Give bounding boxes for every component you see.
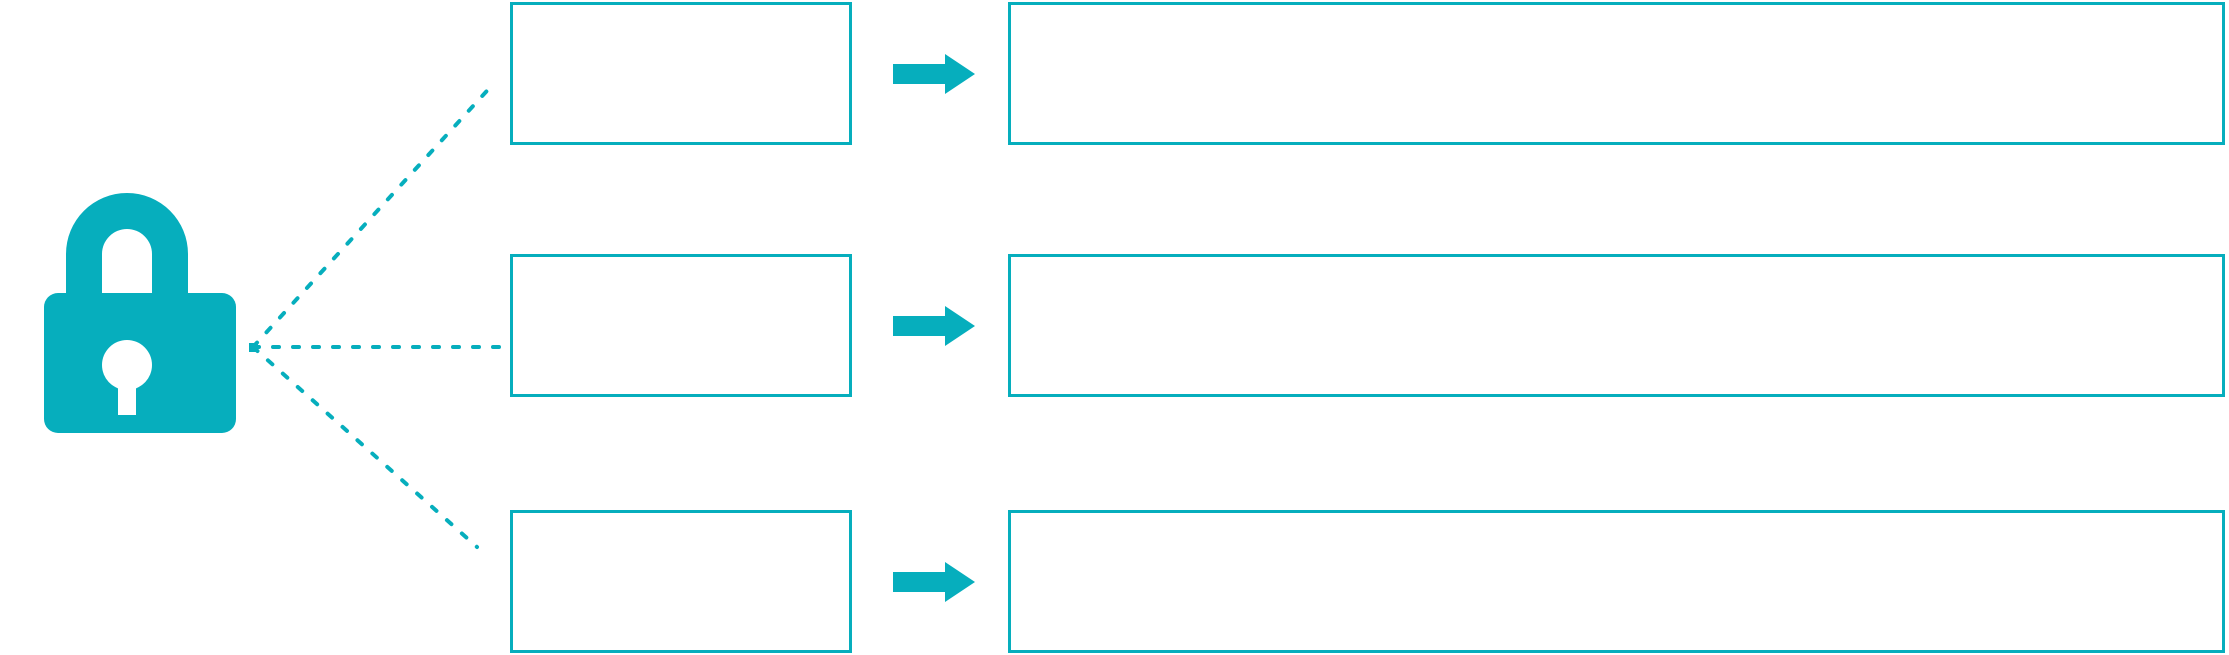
- large-box-row-3[interactable]: [1008, 510, 2225, 653]
- connector-origin-dot: [249, 343, 258, 352]
- connector-line-bottom: [251, 345, 479, 549]
- connector-line-top: [251, 80, 497, 349]
- arrow-right-icon-row-3: [893, 562, 975, 602]
- small-box-row-1-label: [513, 5, 849, 142]
- small-box-row-2[interactable]: [510, 254, 852, 397]
- lock-icon: [44, 193, 236, 433]
- small-box-row-1[interactable]: [510, 2, 852, 145]
- large-box-row-2-label: [1011, 257, 2222, 394]
- large-box-row-3-label: [1011, 513, 2222, 650]
- connector-lines: [251, 80, 505, 549]
- large-box-row-1-label: [1011, 5, 2222, 142]
- small-box-row-3[interactable]: [510, 510, 852, 653]
- small-box-row-3-label: [513, 513, 849, 650]
- large-box-row-2[interactable]: [1008, 254, 2225, 397]
- small-box-row-2-label: [513, 257, 849, 394]
- arrow-right-icon-row-1: [893, 54, 975, 94]
- arrow-right-icon-row-2: [893, 306, 975, 346]
- large-box-row-1[interactable]: [1008, 2, 2225, 145]
